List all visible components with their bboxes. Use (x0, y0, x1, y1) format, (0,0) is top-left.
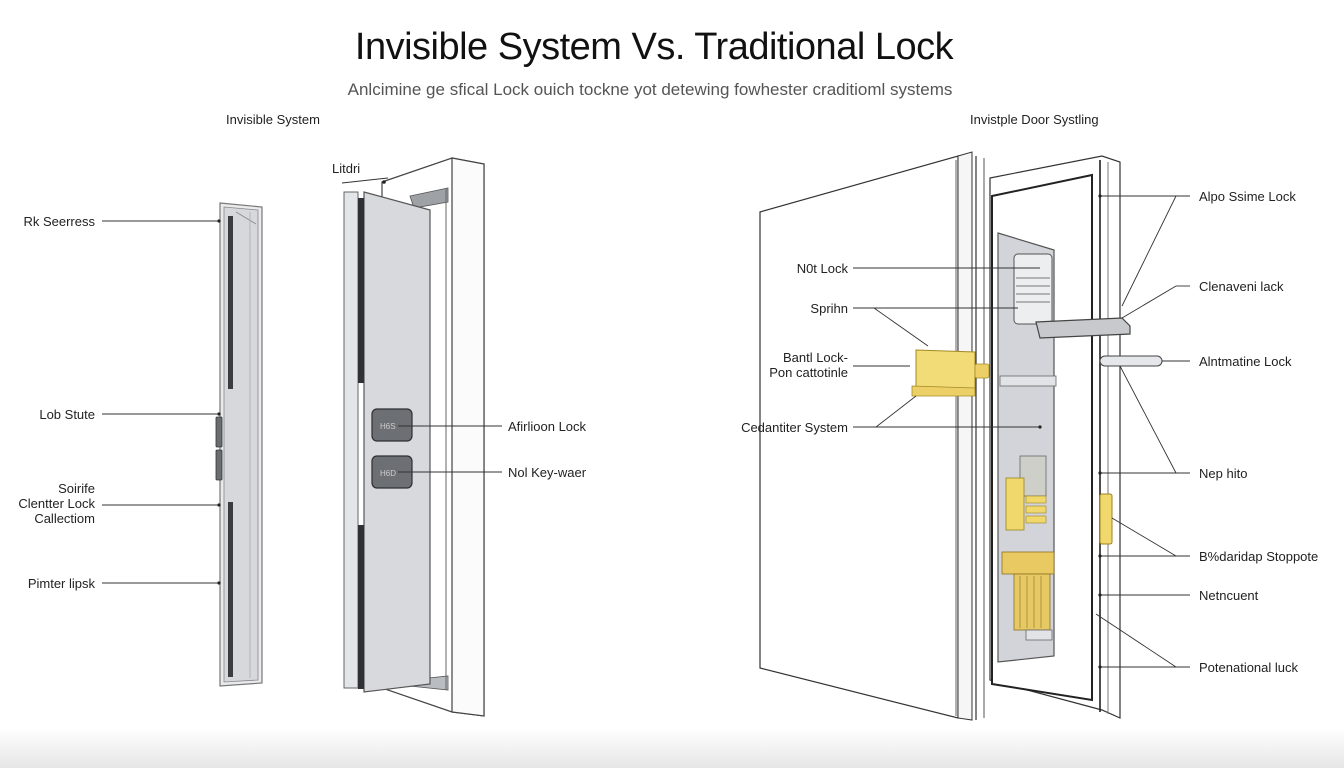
brass-gear-stack (1013, 573, 1051, 631)
label-band-lock-line1: Bantl Lock- (782, 350, 848, 365)
button-text-top: H6S (380, 422, 396, 431)
button-text-bottom: H6D (380, 469, 397, 478)
edge-slot-bottom (228, 502, 233, 677)
label-nol-key-waer: Nol Key-waer (508, 465, 587, 480)
lock-cylinder (1013, 253, 1053, 325)
invisible-door-edge (215, 202, 263, 687)
bolt-rod (1099, 355, 1163, 367)
traditional-door (759, 151, 1163, 721)
lever-handle (1035, 317, 1131, 339)
label-door-top: Litdri (332, 161, 361, 176)
diagram-subtitle: Anlcimine ge sfical Lock ouich tockne yo… (347, 80, 953, 99)
label-rk-seerress: Rk Seerress (23, 214, 95, 229)
right-leader-dots (1038, 194, 1102, 669)
label-clenavenl-lock: Clenaveni lack (1199, 279, 1284, 294)
label-center-lock-line1: Soirife (58, 481, 95, 496)
left-section-title: Invisible System (226, 112, 320, 127)
label-alntmatine-lock: Alntmatine Lock (1199, 354, 1292, 369)
left-leader-lines (102, 220, 502, 584)
label-center-lock-line3: Callectiom (34, 511, 95, 526)
right-leader-lines-right (1095, 195, 1190, 668)
label-center-lock-line2: Clentter Lock (18, 496, 95, 511)
label-bxdaridap-stoppone: B%daridap Stoppote (1199, 549, 1319, 564)
right-section-title: Invistple Door Systling (970, 112, 1099, 127)
invisible-door-frame (341, 157, 485, 717)
brass-gear-housing (1001, 551, 1055, 575)
bottom-shadow (0, 728, 1344, 768)
label-afirlioon-lock: Afirlioon Lock (508, 419, 587, 434)
edge-latch-top (215, 416, 223, 448)
right-leader-lines-left (853, 267, 1040, 428)
lock-button-top (371, 408, 413, 442)
left-leader-dots (217, 219, 221, 585)
label-potenational-lock: Potenational luck (1199, 660, 1299, 675)
label-netncuent: Netncuent (1199, 588, 1259, 603)
label-alpo-saime-lock: Alpo Ssime Lock (1199, 189, 1296, 204)
label-pinter-lock: Pimter lipsk (27, 576, 95, 591)
label-cedentiter-system: Cedantiter System (741, 420, 848, 435)
brass-lock-block (1005, 477, 1025, 531)
label-nep-hito: Nep hito (1199, 466, 1248, 481)
brass-strike-plate (1099, 493, 1113, 545)
label-lob-state: Lob Stute (39, 407, 95, 422)
edge-slot-top (228, 216, 233, 389)
diagram-title: Invisible System Vs. Traditional Lock (354, 26, 954, 68)
edge-latch-bottom (215, 449, 223, 481)
label-not-lock: N0t Lock (796, 261, 848, 276)
label-sprihn: Sprihn (810, 301, 848, 316)
label-band-lock-line2: Pon cattotinle (769, 365, 848, 380)
